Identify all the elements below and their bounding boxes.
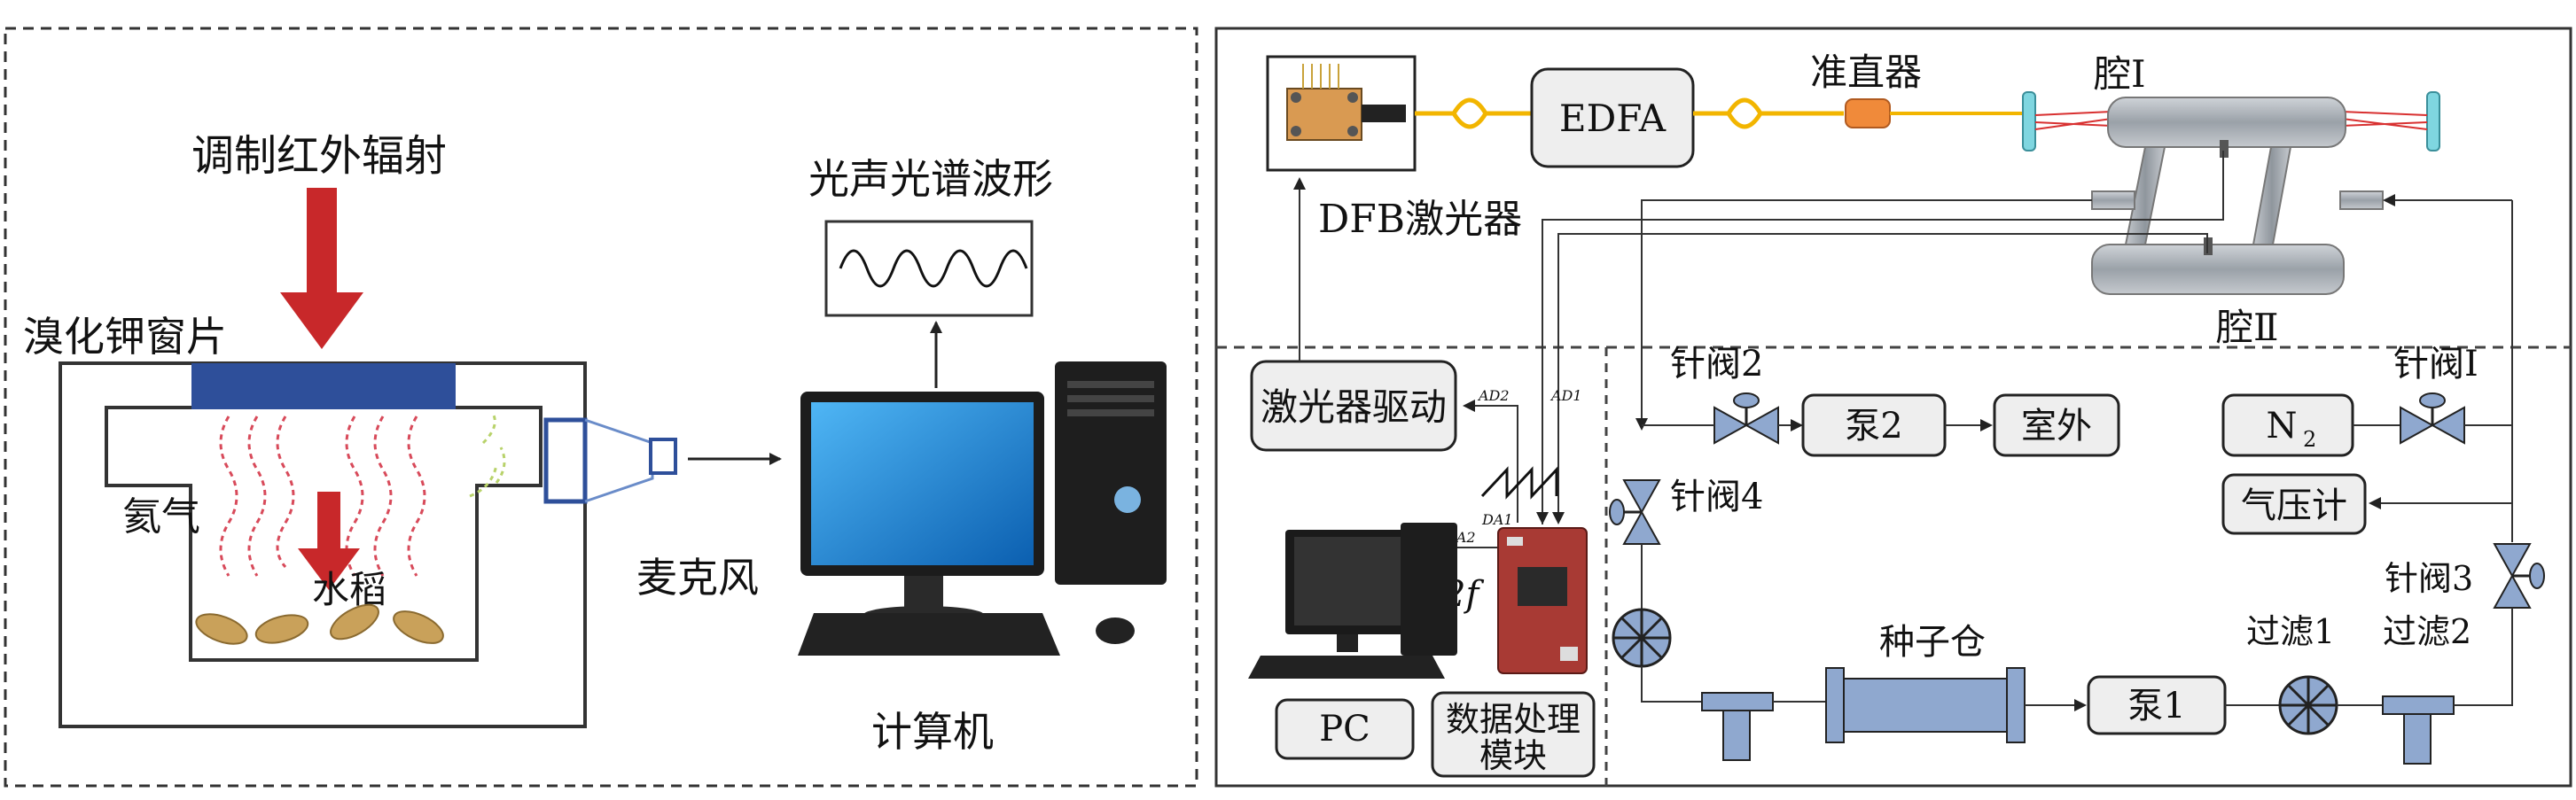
modulated-ir-label: 调制红外辐射 <box>191 131 447 181</box>
line-cavity-to-dpm-1 <box>1536 151 2224 524</box>
laser-driver-label: 激光器驱动 <box>1261 385 1447 429</box>
microphone-label: 麦克风 <box>636 554 759 602</box>
fiber-2 <box>1693 97 1844 129</box>
waveform-trace <box>839 249 1028 288</box>
collimator-icon <box>1845 98 1891 128</box>
left-panel: 调制红外辐射 溴化钾窗片 <box>4 27 1198 788</box>
barometer-label: 气压计 <box>2241 485 2347 526</box>
left-panel-border <box>4 27 1198 788</box>
gas-flow-marks <box>469 411 506 498</box>
dpm-label-line1: 数据处理 <box>1446 700 1581 739</box>
data-processing-board-icon <box>1497 527 1588 674</box>
edfa-label: EDFA <box>1559 97 1667 140</box>
sample-label: 水稻 <box>312 568 386 611</box>
rice-grains <box>195 603 444 645</box>
cavity-assembly <box>2022 91 2440 295</box>
gas-label: 氦气 <box>122 494 200 540</box>
signal-ad2-label: AD2 <box>1477 387 1510 404</box>
valve2-label: 针阀2 <box>1670 344 1763 384</box>
dfb-laser-icon <box>1266 55 1417 172</box>
filter2-label: 过滤2 <box>2383 612 2471 651</box>
valve3-label: 针阀3 <box>2385 559 2473 598</box>
line-cavity-to-valve4 <box>1635 199 2092 431</box>
sawtooth-signal <box>1480 466 1558 500</box>
valve4-icon <box>1609 479 1661 545</box>
cavity1-label: 腔Ⅰ <box>2094 52 2146 96</box>
valve3-icon <box>2493 543 2545 609</box>
filter1-label: 过滤1 <box>2246 612 2335 651</box>
cavity2-label: 腔Ⅱ <box>2216 306 2279 349</box>
line-left-bottom <box>1641 666 1702 703</box>
computer-label: 计算机 <box>871 708 994 756</box>
dpm-to-driver-line <box>1463 400 1518 523</box>
dfb-laser-label: DFB激光器 <box>1318 197 1522 242</box>
pc-icon <box>1248 523 1457 679</box>
barometer-box <box>2221 473 2367 535</box>
computer-icon <box>798 361 1167 656</box>
n2-subscript: 2 <box>2303 427 2316 452</box>
waveform-box <box>824 220 1034 317</box>
tee-left-icon <box>1701 692 1774 761</box>
valve1-label: 针阀Ⅰ <box>2393 344 2478 384</box>
fiber-1 <box>1415 97 1532 129</box>
right-panel-border <box>1214 27 2572 788</box>
collimator-label: 准直器 <box>1810 50 1922 94</box>
window-label: 溴化钾窗片 <box>23 313 227 361</box>
line-cavity-to-dpm-2 <box>1552 233 2208 524</box>
outdoor-label: 室外 <box>2021 406 2092 447</box>
dpm-label-line2: 模块 <box>1479 736 1547 775</box>
signal-da1-label: DA1 <box>1481 511 1513 528</box>
pump2-label: 泵2 <box>1845 406 1902 447</box>
pa-cell <box>59 361 587 728</box>
valve4-label: 针阀4 <box>1670 477 1763 517</box>
pc-label: PC <box>1319 709 1370 750</box>
signal-ad1-label: AD1 <box>1550 387 1582 404</box>
pump1-label: 泵1 <box>2127 686 2185 726</box>
seed-chamber-icon <box>1825 667 2026 743</box>
filter2-icon <box>2382 695 2455 765</box>
microphone-icon <box>543 417 677 504</box>
left-filter-icon <box>1612 608 1672 668</box>
outdoor-box <box>1993 393 2120 457</box>
valve1-icon <box>2400 392 2465 445</box>
inner-arrow <box>298 492 360 590</box>
right-panel: DFB激光器 EDFA 准直器 腔Ⅰ <box>1214 27 2572 788</box>
filter1-icon <box>2278 675 2338 735</box>
n2-label: N <box>2267 406 2298 447</box>
dpm-box <box>1431 691 1596 778</box>
kbr-window <box>191 363 456 409</box>
line-filter2-to-valve3 <box>2454 627 2513 706</box>
laser-driver-box <box>1250 360 1457 452</box>
valve2-icon <box>1713 392 1779 445</box>
ir-arrow <box>280 188 363 349</box>
edfa-box <box>1530 67 1695 168</box>
waveform-label: 光声光谱波形 <box>808 155 1053 203</box>
seed-chamber-label: 种子仓 <box>1879 622 1986 663</box>
pc-box <box>1275 698 1415 760</box>
